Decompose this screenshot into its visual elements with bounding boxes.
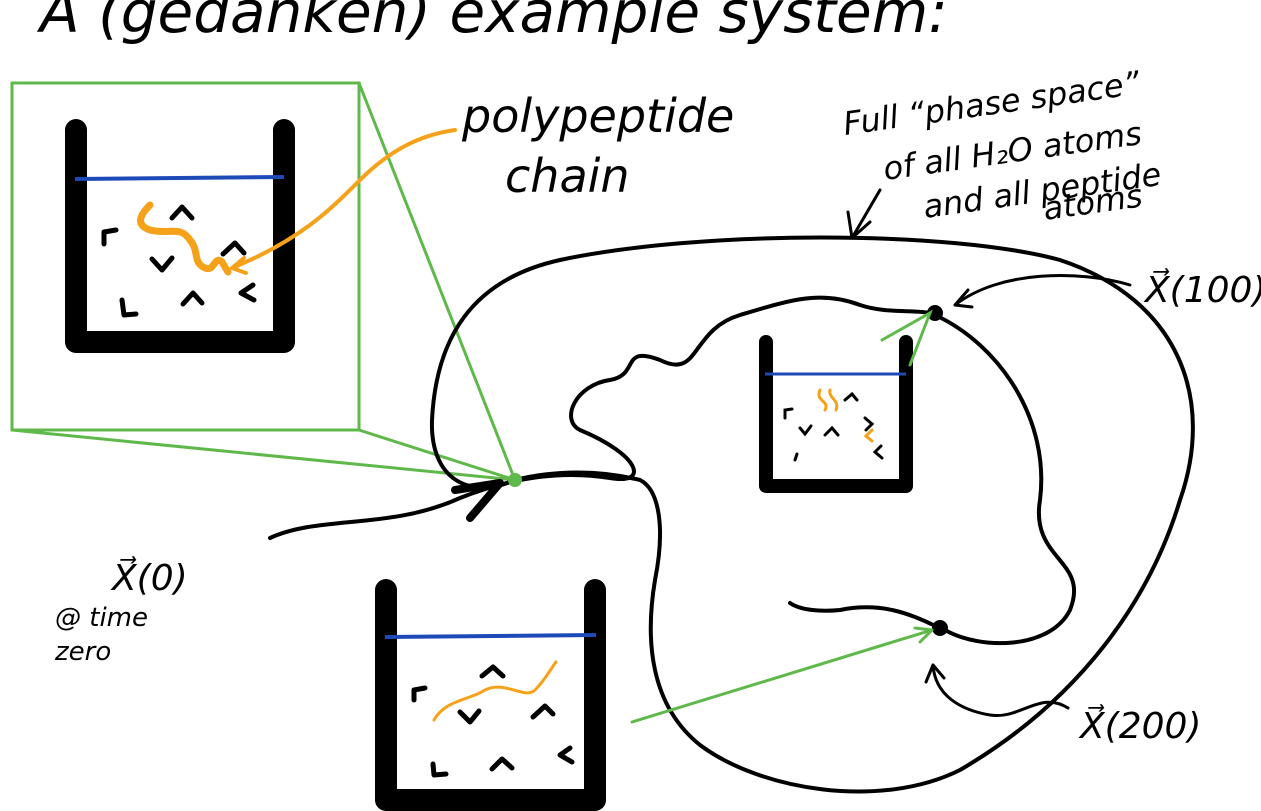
trajectory bbox=[268, 295, 1077, 646]
beaker-x100 bbox=[759, 309, 933, 493]
zoom-line-top bbox=[357, 82, 517, 481]
phase-point-0 bbox=[451, 473, 522, 522]
inset-polypeptide bbox=[137, 201, 232, 276]
time-zero-label-line1: @ time bbox=[55, 603, 148, 633]
inset-frame bbox=[10, 81, 361, 432]
time-zero-label-line2: zero bbox=[54, 637, 111, 667]
inset-water-line bbox=[74, 175, 285, 181]
polypeptide-label-line2: chain bbox=[505, 149, 630, 203]
x200-pointer-arrow bbox=[924, 663, 1070, 718]
phase-space-pointer-arrow bbox=[846, 188, 882, 240]
zoom-line-left bbox=[11, 428, 516, 482]
inset-beaker bbox=[65, 119, 295, 353]
phase-space-boundary bbox=[429, 235, 1195, 794]
polypeptide-pointer-arrow bbox=[230, 128, 457, 275]
beaker-x200 bbox=[375, 579, 606, 811]
x100-label: X⃗(100) bbox=[1143, 267, 1261, 311]
phase-point-200 bbox=[932, 620, 948, 636]
x0-label: X⃗(0) bbox=[110, 555, 188, 599]
x200-beaker-link bbox=[630, 626, 934, 724]
title: A (gedanken) example system: bbox=[36, 0, 948, 46]
phase-point-100 bbox=[927, 305, 943, 321]
x100-pointer-arrow bbox=[953, 274, 1132, 309]
inset-water-molecules bbox=[101, 204, 257, 318]
zoom-inset bbox=[10, 81, 361, 432]
x200-label: X⃗(200) bbox=[1078, 703, 1201, 747]
polypeptide-label-line1: polypeptide bbox=[461, 89, 734, 143]
